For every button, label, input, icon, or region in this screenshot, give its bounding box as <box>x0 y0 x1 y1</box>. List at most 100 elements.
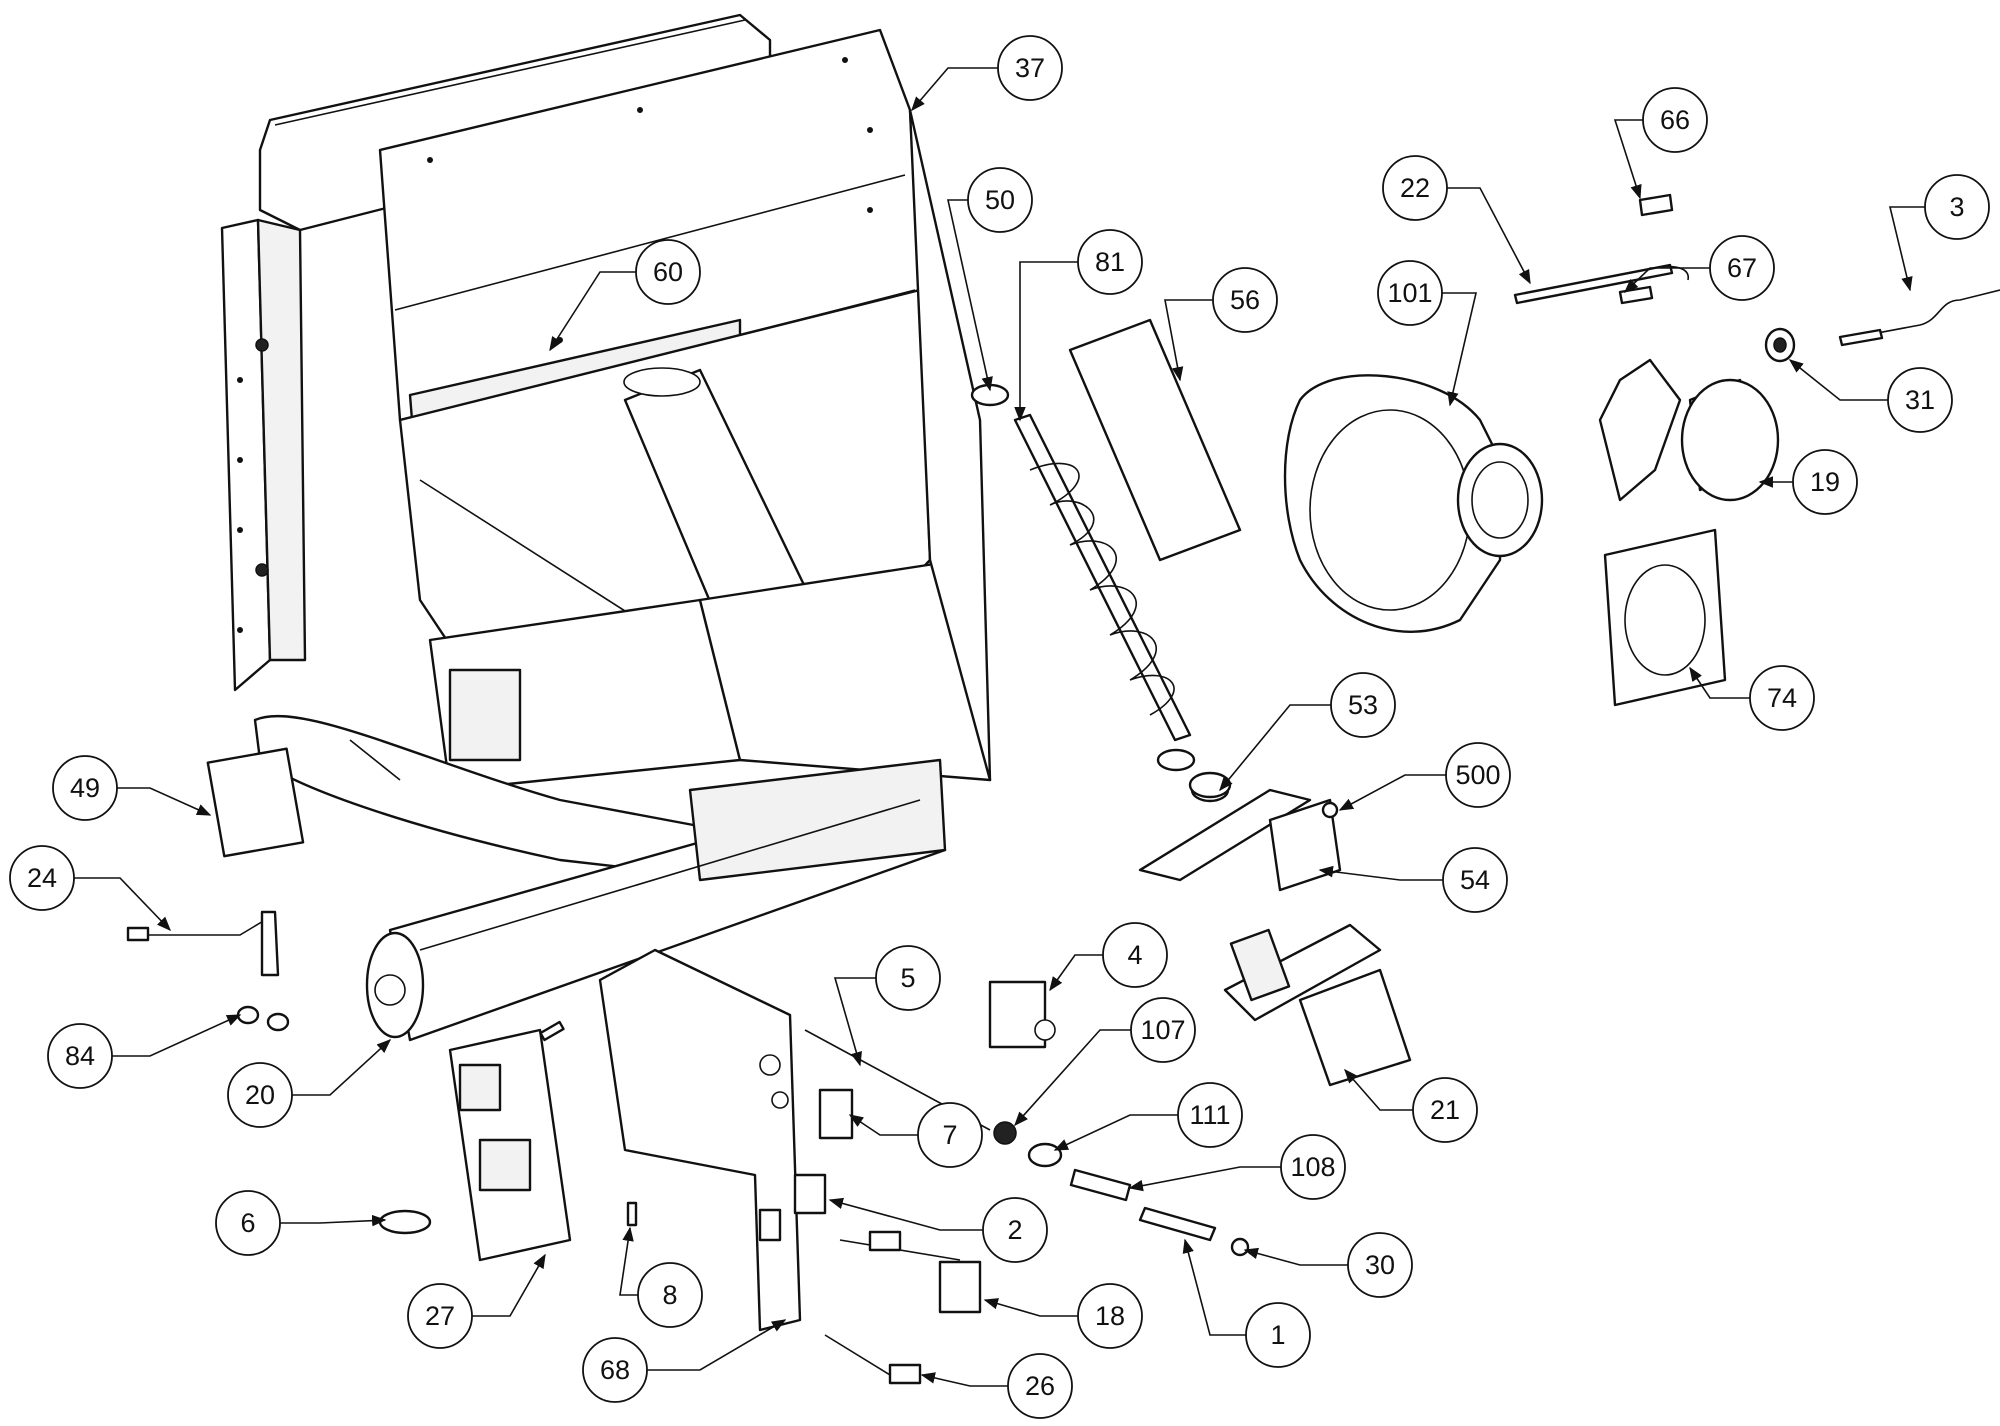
callout-108: 108 <box>1280 1134 1346 1200</box>
callout-circle <box>47 1023 113 1089</box>
callout-107: 107 <box>1130 997 1196 1063</box>
callout-30: 30 <box>1347 1232 1413 1298</box>
convection-fan-part <box>1598 358 1780 502</box>
callout-number: 4 <box>1127 940 1142 970</box>
callout-number: 60 <box>653 257 683 287</box>
callout-2: 2 <box>982 1197 1048 1263</box>
callout-66: 66 <box>1642 87 1708 153</box>
motor-mount-part <box>1138 771 1342 892</box>
callout-number: 8 <box>662 1280 677 1310</box>
callout-circle <box>1280 1134 1346 1200</box>
leader-line-37 <box>911 67 998 112</box>
callout-3: 3 <box>1924 174 1990 240</box>
leader-line-111 <box>1053 1114 1178 1151</box>
callout-number: 24 <box>27 863 57 893</box>
callout-number: 30 <box>1365 1250 1395 1280</box>
callout-circle <box>1382 155 1448 221</box>
leader-line-6 <box>280 1214 387 1227</box>
leader-line-53 <box>1219 704 1331 792</box>
leader-line-24 <box>74 877 171 932</box>
leader-line-66 <box>1613 119 1643 200</box>
callout-circle <box>215 1190 281 1256</box>
callout-number: 31 <box>1905 385 1935 415</box>
callout-number: 67 <box>1727 253 1757 283</box>
callout-circle <box>1102 922 1168 988</box>
callout-number: 20 <box>245 1080 275 1110</box>
callout-5: 5 <box>875 945 941 1011</box>
leader-line-84 <box>112 1014 242 1057</box>
callout-26: 26 <box>1007 1353 1073 1419</box>
leader-line-500 <box>1338 774 1446 811</box>
callout-circle <box>1077 1283 1143 1349</box>
callout-number: 5 <box>900 963 915 993</box>
callout-circle <box>997 35 1063 101</box>
combustion-blower-part <box>1283 374 1544 633</box>
callout-number: 108 <box>1290 1152 1335 1182</box>
rocker-switch-part <box>793 1173 827 1215</box>
auger-motor-part <box>1223 923 1412 1087</box>
callout-24: 24 <box>9 845 75 911</box>
callout-number: 84 <box>65 1041 95 1071</box>
callout-circle <box>227 1062 293 1128</box>
nut-part <box>993 1121 1017 1145</box>
callout-81: 81 <box>1077 229 1143 295</box>
callout-circle <box>982 1197 1048 1263</box>
callout-number: 68 <box>600 1355 630 1385</box>
callout-22: 22 <box>1382 155 1448 221</box>
leader-line-7 <box>848 1114 918 1136</box>
snap-disc-part <box>378 1209 432 1235</box>
callout-68: 68 <box>582 1337 648 1403</box>
control-board-part <box>448 1028 572 1262</box>
callout-circle <box>1177 1082 1243 1148</box>
callout-number: 101 <box>1387 278 1432 308</box>
pin-part <box>626 1201 638 1227</box>
callout-7: 7 <box>917 1102 983 1168</box>
callout-circle <box>1642 87 1708 153</box>
callout-circle <box>1347 1232 1413 1298</box>
callout-circle <box>967 167 1033 233</box>
callout-circle <box>635 239 701 305</box>
callout-circle <box>637 1262 703 1328</box>
cord-part <box>824 1334 922 1385</box>
wire-harness-24-part <box>126 910 280 977</box>
callout-31: 31 <box>1887 367 1953 433</box>
callout-circle <box>1445 742 1511 808</box>
callout-number: 1 <box>1270 1320 1285 1350</box>
callout-21: 21 <box>1412 1077 1478 1143</box>
auger-part <box>1013 413 1230 803</box>
plugs-84-part <box>236 1005 290 1032</box>
callout-circle <box>1709 235 1775 301</box>
leader-line-54 <box>1318 865 1443 881</box>
callout-circle <box>1330 672 1396 738</box>
callout-19: 19 <box>1792 449 1858 515</box>
callout-37: 37 <box>997 35 1063 101</box>
callout-circle <box>1245 1302 1311 1368</box>
probe-tip-part <box>1838 328 1884 347</box>
shaft-and-clips-part <box>1513 193 1689 305</box>
leader-line-107 <box>1014 1029 1131 1127</box>
leader-line-4 <box>1049 954 1103 992</box>
callout-53: 53 <box>1330 672 1396 738</box>
callout-number: 37 <box>1015 53 1045 83</box>
callout-number: 111 <box>1189 1100 1230 1130</box>
callout-number: 18 <box>1095 1301 1125 1331</box>
callout-number: 56 <box>1230 285 1260 315</box>
callout-8: 8 <box>637 1262 703 1328</box>
power-harness-part <box>839 1230 982 1314</box>
callout-circle <box>1887 367 1953 433</box>
callout-number: 19 <box>1810 467 1840 497</box>
mounting-bracket-part <box>598 948 802 1332</box>
leader-line-81 <box>1014 261 1078 422</box>
leader-line-50 <box>947 199 993 392</box>
leader-line-8 <box>619 1226 638 1296</box>
callout-circle <box>917 1102 983 1168</box>
callout-circle <box>1412 1077 1478 1143</box>
callout-number: 74 <box>1767 683 1797 713</box>
callout-1: 1 <box>1245 1302 1311 1368</box>
leader-line-31 <box>1788 359 1888 401</box>
leader-line-74 <box>1689 666 1750 699</box>
callout-56: 56 <box>1212 267 1278 333</box>
callout-circle <box>1130 997 1196 1063</box>
leader-line-30 <box>1243 1247 1348 1266</box>
